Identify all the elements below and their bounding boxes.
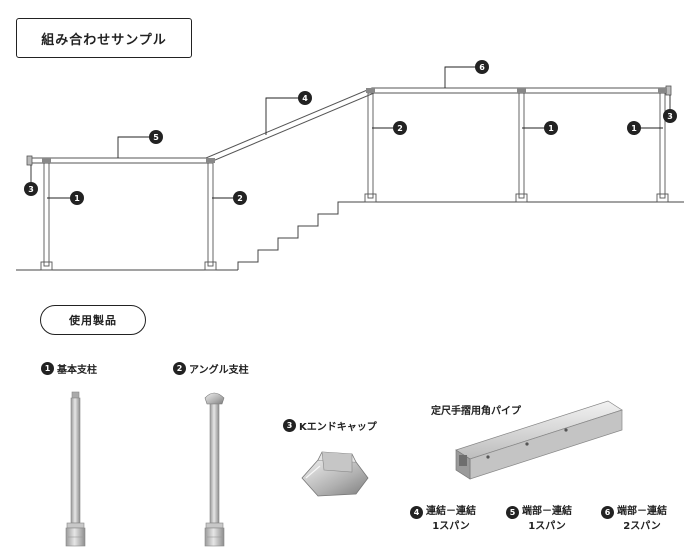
svg-text:3: 3 — [667, 112, 673, 121]
product-number-badge: 2 — [173, 362, 186, 375]
svg-text:2: 2 — [237, 194, 243, 203]
svg-text:6: 6 — [479, 63, 485, 72]
page-title: 組み合わせサンプル — [16, 18, 192, 58]
product-end-cap-image — [301, 451, 369, 497]
product-basic-post-image — [65, 391, 86, 547]
callout-6: 6 — [475, 60, 489, 74]
svg-text:4: 4 — [302, 94, 308, 103]
post — [43, 162, 50, 267]
leader-lines — [30, 66, 671, 199]
product-number-badge: 1 — [41, 362, 54, 375]
callout-1-right: 1 — [627, 121, 641, 135]
product-number-badge: 5 — [506, 505, 519, 519]
svg-text:5: 5 — [153, 133, 159, 142]
callout-1-mid: 1 — [544, 121, 558, 135]
product-square-pipe-image — [455, 400, 623, 480]
svg-text:2: 2 — [397, 124, 403, 133]
products-heading: 使用製品 — [40, 305, 146, 335]
post — [207, 162, 214, 267]
callout-2-lower: 2 — [233, 191, 247, 205]
posts — [40, 92, 669, 271]
post-base — [204, 261, 217, 271]
post-base — [364, 193, 377, 203]
svg-text:1: 1 — [548, 124, 554, 133]
handrail — [30, 87, 668, 164]
products-heading-text: 使用製品 — [69, 314, 117, 327]
post-joints — [42, 88, 667, 163]
post — [367, 92, 374, 199]
svg-text:1: 1 — [74, 194, 80, 203]
svg-text:1: 1 — [631, 124, 637, 133]
callout-4: 4 — [298, 91, 312, 105]
diagram-callouts: 3 1 5 2 4 2 6 1 1 3 — [24, 60, 677, 205]
product-angle-post-image — [204, 392, 225, 547]
callout-3-right: 3 — [663, 109, 677, 123]
post-base — [515, 193, 528, 203]
product-number-badge: 4 — [410, 505, 423, 519]
post — [659, 92, 666, 199]
callout-2-upper: 2 — [393, 121, 407, 135]
post-base — [40, 261, 53, 271]
staircase — [237, 201, 344, 270]
page-title-text: 組み合わせサンプル — [41, 32, 167, 48]
callout-5: 5 — [149, 130, 163, 144]
product-number-badge: 6 — [601, 505, 614, 519]
product-label-pipe: 定尺手摺用角パイプ — [431, 406, 521, 417]
svg-text:3: 3 — [28, 185, 34, 194]
end-cap-left — [26, 155, 33, 166]
callout-3-left: 3 — [24, 182, 38, 196]
post-base — [656, 193, 669, 203]
post — [518, 92, 525, 199]
product-number-badge: 3 — [283, 419, 296, 432]
callout-1-left: 1 — [70, 191, 84, 205]
